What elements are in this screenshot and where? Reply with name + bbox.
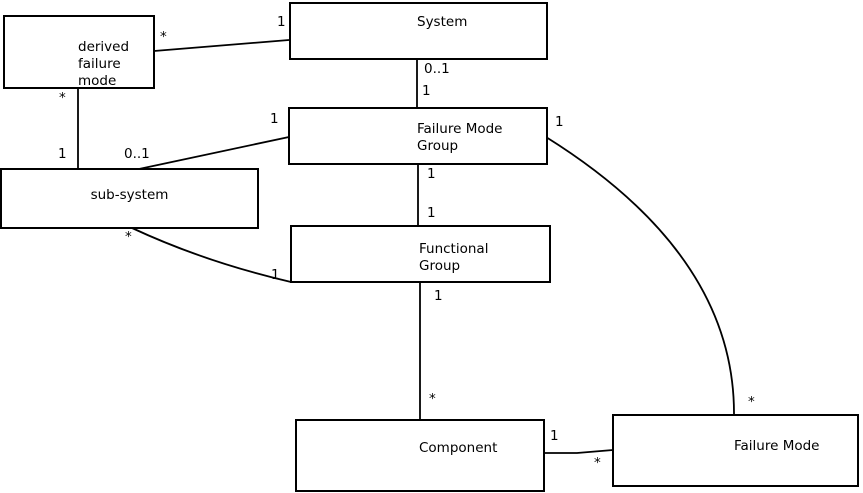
multiplicity-system-end-of-derived-failure-mode-association: 1	[277, 14, 286, 30]
multiplicity-failure-mode-group-end-of-system-association: 1	[422, 83, 431, 99]
entity-label-line: derived	[78, 39, 130, 55]
multiplicity-sub-system-end-of-derived-failure-mode-association: 1	[58, 146, 67, 162]
entity-label-line: Functional	[419, 241, 489, 257]
entity-label: Functional Group	[419, 241, 488, 275]
multiplicity-functional-group-end-of-failure-mode-group-association: 1	[427, 205, 436, 221]
entity-label-line: Failure Mode	[417, 121, 503, 137]
multiplicity-component-end-of-functional-group-association: *	[429, 391, 436, 407]
multiplicity-functional-group-end-of-component-association: 1	[434, 288, 443, 304]
entity-label-line: Failure Mode	[734, 438, 820, 454]
connector-component-failure-mode	[544, 449, 614, 454]
multiplicity-failure-mode-group-end-of-sub-system-association: 1	[270, 111, 279, 127]
multiplicity-failure-mode-group-end-of-functional-group-association: 1	[427, 166, 436, 182]
multiplicity-failure-mode-group-end-of-failure-mode-association: 1	[555, 114, 564, 130]
entity-sub-system: sub-system	[0, 168, 259, 229]
multiplicity-sub-system-end-of-functional-group-association: *	[125, 229, 132, 245]
entity-label: derived failure mode	[78, 39, 129, 90]
entity-label-line: sub-system	[90, 187, 169, 203]
entity-label-line: failure	[78, 56, 121, 72]
multiplicity-component-end-of-failure-mode-association: 1	[550, 428, 559, 444]
multiplicity-derived-failure-mode-end-of-sub-system-association: *	[59, 90, 66, 106]
entity-label: sub-system	[2, 187, 257, 204]
connector-sub-system-functional-group	[131, 227, 292, 283]
entity-label: Failure Mode	[734, 438, 820, 455]
entity-failure-mode-group: Failure Mode Group	[288, 107, 548, 165]
entity-label: Failure Mode Group	[417, 121, 503, 155]
multiplicity-functional-group-end-of-sub-system-association: 1	[271, 267, 280, 283]
entity-system: System	[289, 2, 548, 60]
entity-label: System	[417, 14, 467, 31]
entity-derived-failure-mode: derived failure mode	[3, 15, 155, 89]
entity-failure-mode: Failure Mode	[612, 414, 859, 487]
entity-label-line: mode	[78, 73, 117, 89]
multiplicity-sub-system-end-of-failure-mode-group-association: 0..1	[124, 146, 150, 162]
entity-component: Component	[295, 419, 545, 492]
entity-label-line: System	[417, 14, 468, 30]
multiplicity-derived-failure-mode-end-of-system-association: *	[160, 29, 167, 45]
entity-label: Component	[419, 440, 497, 457]
connector-derived-failure-mode-system	[153, 39, 290, 52]
multiplicity-failure-mode-end-of-component-association: *	[594, 455, 601, 471]
connector-failure-mode-group-failure-mode	[545, 136, 735, 416]
entity-functional-group: Functional Group	[290, 225, 551, 283]
connector-sub-system-failure-mode-group	[138, 136, 290, 170]
entity-label-line: Group	[417, 138, 459, 154]
multiplicity-failure-mode-end-of-failure-mode-group-association: *	[748, 394, 755, 410]
entity-label-line: Component	[419, 440, 498, 456]
multiplicity-system-end-of-failure-mode-group-association: 0..1	[424, 61, 450, 77]
entity-label-line: Group	[419, 258, 461, 274]
